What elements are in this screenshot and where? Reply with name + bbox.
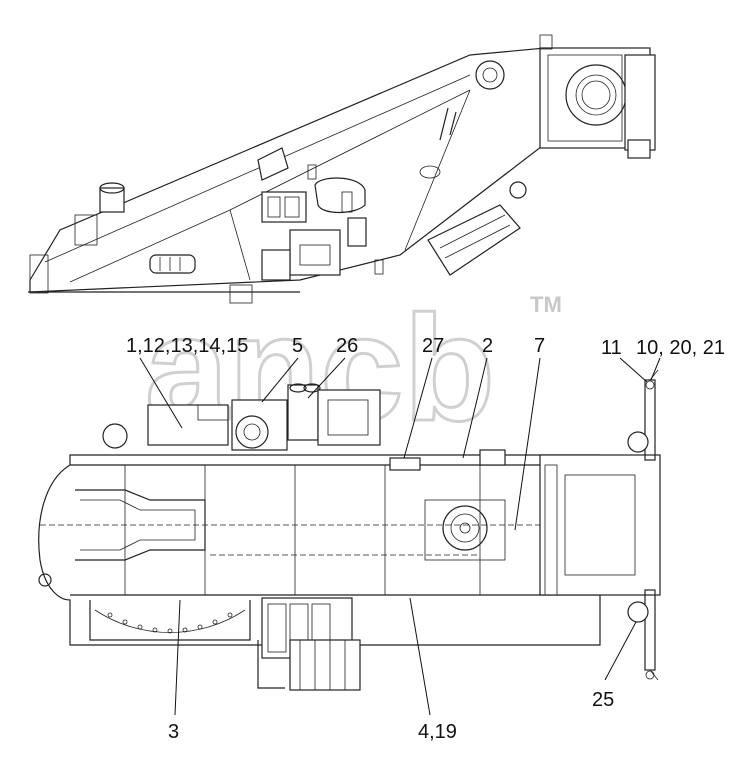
callout-5: 5 (292, 335, 303, 357)
boom-side-view (28, 34, 656, 304)
callout-26: 26 (336, 335, 358, 357)
tool-box (427, 204, 521, 276)
turntable-frame (38, 454, 601, 646)
battery-box (147, 404, 229, 446)
leader-lines (139, 357, 661, 716)
engine-fan (442, 505, 488, 551)
callout-7: 7 (534, 335, 545, 357)
pump-unit (235, 415, 269, 449)
callout-3: 3 (168, 721, 179, 743)
counterweight-holes (107, 612, 233, 634)
callouts: 1,12,13,14,15 5 26 27 2 7 11 10, 20, 21 … (126, 335, 725, 743)
callout-1-12-13-14-15: 1,12,13,14,15 (126, 335, 248, 357)
callout-27: 27 (422, 335, 444, 357)
watermark-tm: TM (530, 292, 562, 317)
callout-4-19: 4,19 (418, 721, 457, 743)
callout-25: 25 (592, 689, 614, 711)
callout-11: 11 (601, 337, 622, 359)
callout-10-20-21: 10, 20, 21 (636, 337, 725, 359)
valve-block (317, 389, 381, 446)
carrier-plan-view (38, 369, 661, 691)
callout-2: 2 (482, 335, 493, 357)
front-frame (539, 454, 661, 596)
